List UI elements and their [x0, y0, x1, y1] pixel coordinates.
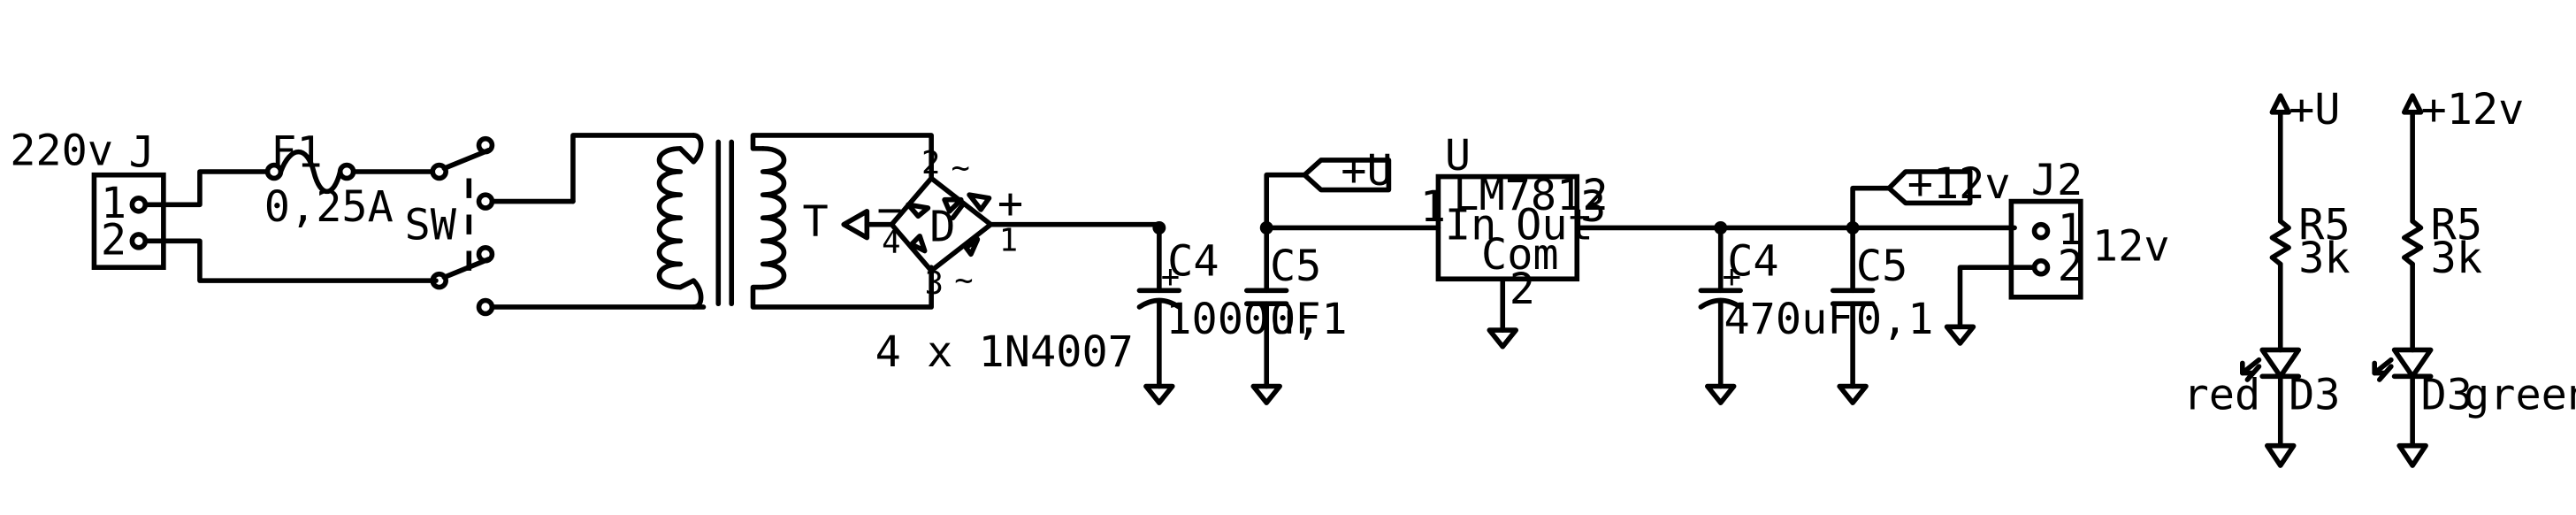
connector-j2-label: J2: [2031, 156, 2083, 205]
led2-d3-label: D3: [2420, 371, 2472, 420]
capacitor-c5-b: [1830, 169, 1973, 405]
switch-sw: [430, 135, 707, 317]
bridge-d-minus: −: [877, 186, 903, 235]
capacitor-c5-b-label: C5: [1856, 242, 1907, 291]
connector-j: [91, 169, 439, 283]
bridge-d-label: D: [929, 202, 955, 251]
connector-j-pin1: 1: [101, 179, 126, 228]
led1-d3-label: D3: [2289, 371, 2340, 420]
fuse-f1-value: 0,25A: [264, 182, 394, 232]
resistor-r5-b-label: R5: [2431, 201, 2482, 250]
switch-sw-label: SW: [404, 201, 456, 250]
regulator-in-label: In: [1445, 201, 1496, 250]
led1-supply-label: +U: [2289, 85, 2340, 135]
connector-j-label: J: [129, 127, 155, 177]
regulator-com-label: Com: [1481, 230, 1559, 280]
capacitor-c4-b-plus: +: [1723, 259, 1741, 296]
bridge-d-plus: +: [998, 179, 1023, 228]
capacitor-c4-a-label: C4: [1167, 237, 1219, 287]
bridge-d-pin2: 2: [921, 145, 940, 181]
connector-j2-pin2: 2: [2058, 242, 2083, 291]
bridge-d-pin1: 1: [999, 223, 1018, 259]
bridge-d-ac-bot: ~: [954, 262, 973, 298]
bridge-rectifier-d: [841, 175, 1162, 273]
input-voltage-label: 220v: [10, 127, 113, 176]
capacitor-c5-a: [1244, 158, 1392, 405]
connector-j-pin2: 2: [101, 215, 126, 265]
net-label-u: +U: [1341, 146, 1392, 196]
fuse-f1-label: F1: [271, 127, 322, 177]
capacitor-c4-b: [1698, 220, 1743, 405]
resistor-r5-a-label: R5: [2298, 201, 2350, 250]
capacitor-c4-b-label: C4: [1727, 237, 1778, 287]
bridge-d-pin3: 3: [925, 265, 944, 302]
transformer-t-label: T: [803, 197, 829, 247]
transformer-t: [570, 133, 934, 310]
net-label-12v: +12v: [1907, 159, 2011, 209]
regulator-pin1: 1: [1420, 182, 1446, 232]
output-voltage-label: 12v: [2092, 222, 2170, 272]
led-indicator-red: [2240, 93, 2302, 468]
resistor-r5-a-value: 3k: [2298, 234, 2350, 283]
capacitor-c4-a-value: 1000uF: [1166, 295, 1320, 344]
led1-color-label: red: [2183, 371, 2261, 420]
connector-j2-pin1: 1: [2058, 205, 2083, 255]
diode-type-label: 4 x 1N4007: [875, 327, 1134, 377]
fuse-f1: [264, 149, 436, 194]
regulator-out-label: Out: [1516, 201, 1594, 250]
regulator-u: [1264, 173, 2017, 350]
bridge-d-pin4: 4: [882, 224, 900, 260]
capacitor-c5-a-value: 0,1: [1270, 295, 1348, 344]
regulator-u-label: U: [1445, 131, 1471, 181]
capacitor-c4-a-plus: +: [1161, 259, 1180, 296]
regulator-pin2: 2: [1510, 265, 1535, 314]
resistor-r5-b-value: 3k: [2431, 234, 2482, 283]
connector-j2: [1944, 198, 2083, 346]
led-indicator-green: [2372, 93, 2434, 468]
led2-color-label: green: [2464, 371, 2576, 420]
regulator-name: LM7812: [1453, 171, 1608, 220]
capacitor-c5-b-value: 0,1: [1856, 295, 1934, 344]
led2-supply-label: +12v: [2420, 85, 2524, 135]
regulator-pin3: 3: [1580, 182, 1606, 232]
capacitor-c4-a: [1136, 220, 1182, 405]
capacitor-c5-a-label: C5: [1270, 242, 1321, 291]
bridge-d-ac-top: ~: [952, 150, 970, 186]
